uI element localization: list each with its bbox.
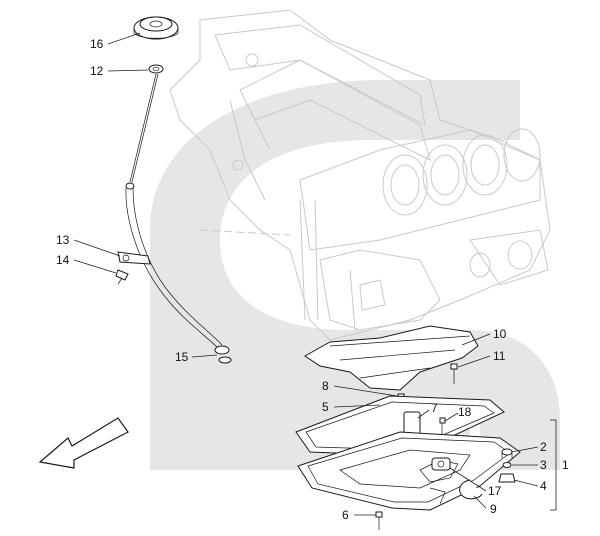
callout-18: 18 bbox=[458, 405, 472, 419]
callout-labels: 16 12 13 14 15 10 11 8 5 7 18 2 3 4 1 17… bbox=[56, 37, 569, 522]
callout-5: 5 bbox=[322, 400, 329, 414]
drain-plug-seal bbox=[502, 462, 512, 468]
callout-17: 17 bbox=[488, 484, 502, 498]
front-direction-arrow-icon bbox=[38, 417, 129, 469]
dipstick-tube bbox=[125, 182, 223, 349]
windage-tray bbox=[304, 325, 479, 391]
dipstick-rod bbox=[129, 73, 159, 183]
callout-16: 16 bbox=[90, 37, 104, 51]
callout-9: 9 bbox=[490, 502, 497, 516]
tray-bolt bbox=[450, 363, 458, 384]
callout-8: 8 bbox=[322, 379, 329, 393]
dipstick-bracket bbox=[117, 251, 151, 265]
callout-10: 10 bbox=[493, 327, 507, 341]
cylinder-bores bbox=[382, 128, 541, 216]
callout-12: 12 bbox=[90, 64, 104, 78]
callout-4: 4 bbox=[540, 479, 547, 493]
tube-o-ring bbox=[214, 345, 232, 364]
callout-14: 14 bbox=[56, 253, 70, 267]
retaining-circlip bbox=[459, 479, 483, 500]
oil-level-sensor bbox=[431, 457, 451, 471]
callout-13: 13 bbox=[56, 233, 70, 247]
leader-lines bbox=[73, 32, 557, 516]
drain-plug bbox=[498, 473, 516, 483]
callout-6: 6 bbox=[342, 508, 349, 522]
dipstick-seal bbox=[148, 64, 164, 74]
callout-15: 15 bbox=[175, 350, 189, 364]
pickup-bolt bbox=[439, 417, 446, 434]
bracket-bolt bbox=[115, 269, 129, 285]
callout-3: 3 bbox=[540, 458, 547, 472]
callout-2: 2 bbox=[540, 440, 547, 454]
callout-7: 7 bbox=[431, 401, 438, 415]
pan-screw-bottom bbox=[375, 511, 383, 530]
oil-filler-cap bbox=[133, 16, 179, 40]
engine-block-ghost bbox=[169, 9, 551, 341]
callout-11: 11 bbox=[493, 349, 506, 363]
drain-plug-washer bbox=[501, 448, 513, 458]
oil-pan-gasket bbox=[295, 395, 505, 457]
callout-1: 1 bbox=[562, 458, 569, 472]
